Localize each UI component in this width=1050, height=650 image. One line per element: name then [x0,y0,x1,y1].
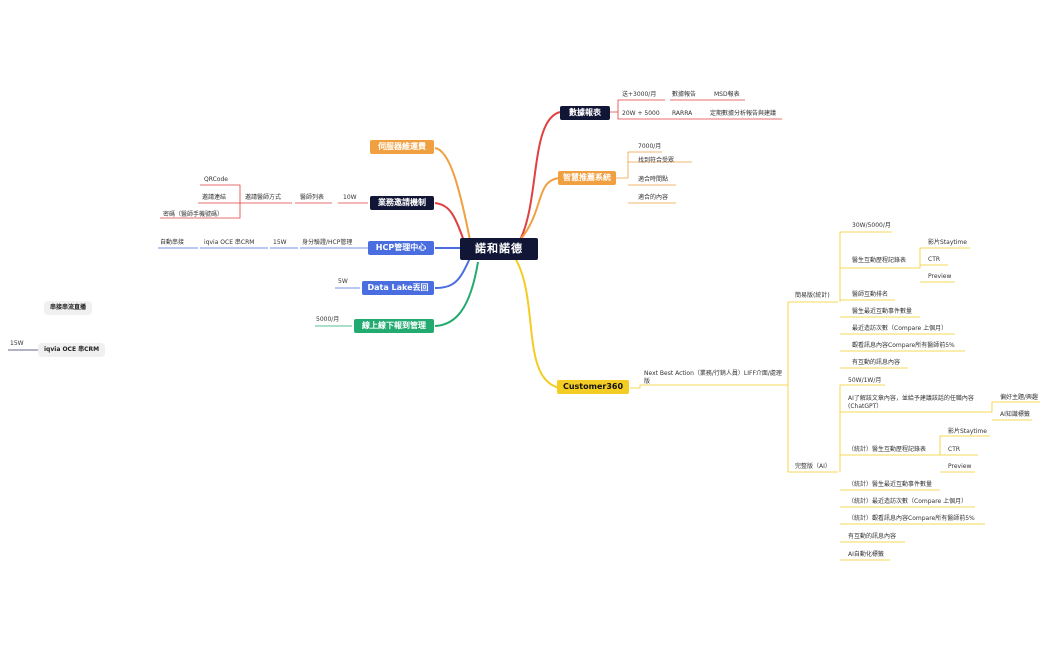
central-topic[interactable]: 諾和諾德 [460,238,538,260]
connector-data-report [519,111,561,241]
simple-record-item-1: 影片Staytime [928,239,967,246]
invite-list: 醫師列表 [300,194,325,201]
customer360-desc: Next Best Action（業務/行銷人員）LIFF介面/處理版 [644,370,782,385]
hcp-identity: 身分驗證/HCP管理 [302,239,353,246]
floating-price: 15W [10,340,24,347]
simple-record-item-3: Preview [928,273,952,280]
full-item-5: AI自動化標籤 [848,551,884,558]
simple-version-label: 簡易版(統計) [795,292,830,299]
full-price: 50W/1W/月 [848,377,882,384]
offline-price: 5000/月 [316,316,340,323]
simple-item-1: 醫師互動排名 [852,291,889,298]
full-ai-sub-1: 偏好主題/興趣 [1000,394,1039,401]
full-record: （統計）醫生互動歷程記錄表 [848,446,927,453]
branch-offline[interactable]: 線上線下報到管理 [354,319,434,333]
invite-link: 邀請連結 [202,194,227,201]
hcp-iqvia: iqvia OCE 串CRM [204,239,255,246]
data-report-item-3: RARRA [672,110,693,117]
connector-smart-rec [519,177,561,241]
data-report-item-4: 定期數據分析報告與建議 [710,110,777,117]
hcp-auto: 自動串接 [160,239,185,246]
connector-customer360 [514,257,561,389]
full-record-item-1: 影片Staytime [948,428,987,435]
full-record-item-3: Preview [948,463,972,470]
simple-record: 醫生互動歷程記錄表 [852,257,907,264]
branch-customer360[interactable]: Customer360 [557,380,629,394]
full-version-label: 完整版（AI） [795,463,831,470]
invite-method: 邀請醫師方式 [245,194,282,201]
connector-datalake [434,257,471,289]
invite-price: 10W [343,194,357,201]
data-report-item-1: 數據報告 [672,91,697,98]
branch-hcp[interactable]: HCP管理中心 [368,241,434,255]
floating-topic-streaming[interactable]: 串接串流直播 [44,301,93,315]
smart-rec-price: 7000/月 [638,143,662,150]
floating-topic-iqvia[interactable]: iqvia OCE 串CRM [38,343,106,357]
full-record-item-2: CTR [948,446,961,453]
simple-item-3: 最近造訪次數（Compare 上個月） [852,325,948,332]
branch-server[interactable]: 伺服器維運費 [370,140,434,154]
full-item-4: 有互動的訊息內容 [848,533,897,540]
full-item-1: （統計）醫生最近互動事件數量 [848,481,933,488]
full-ai-sub-2: AI知識標籤 [1000,411,1030,418]
connector-offline [434,261,479,327]
data-report-price-2: 20W + 5000 [622,110,660,117]
branch-data-report[interactable]: 數據報表 [560,106,610,120]
data-report-price-1: 送+3000/月 [622,91,657,98]
simple-item-4: 觀看訊息內容Compare所有醫師前5% [852,342,955,349]
simple-item-2: 醫生最近互動事件數量 [852,308,913,315]
branch-invite[interactable]: 業務邀請機制 [370,196,434,210]
simple-item-5: 有互動的訊息內容 [852,359,901,366]
datalake-price: 5W [338,278,348,285]
simple-price: 30W/5000/月 [852,222,891,229]
smart-rec-item-3: 適合的內容 [638,194,669,201]
simple-record-item-2: CTR [928,256,941,263]
full-item-3: （統計）觀看訊息內容Compare所有醫師前5% [848,515,975,522]
full-ai-understand: AI了解該文章內容，並給予建議該話的任職內容(ChatGPT） [848,395,974,410]
connector-invite [434,202,466,245]
full-item-2: （統計）最近造訪次數（Compare 上個月） [848,498,968,505]
smart-rec-item-2: 適合時間點 [638,176,669,183]
hcp-price: 15W [273,239,287,246]
branch-smart-rec[interactable]: 智慧推薦系統 [558,171,616,185]
branch-datalake[interactable]: Data Lake丟回 [362,281,434,295]
connector-server [434,147,471,241]
smart-rec-item-1: 找到符合受眾 [638,157,675,164]
invite-qrcode: QRCode [204,176,228,183]
data-report-item-2: MSD報表 [714,91,740,98]
invite-password: 密碼（醫師手機號碼） [163,211,224,218]
